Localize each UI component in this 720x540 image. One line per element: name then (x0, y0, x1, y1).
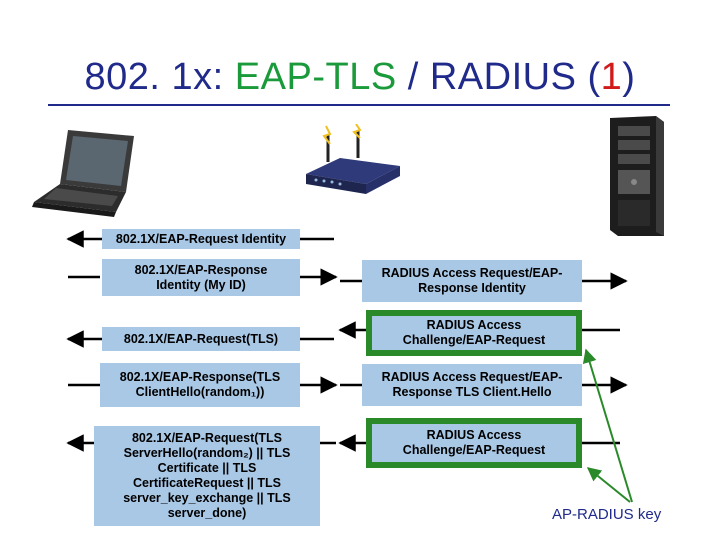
msg-radius-access-challenge-2: RADIUS Access Challenge/EAP-Request (366, 418, 582, 468)
key-pointer-upper (582, 348, 633, 503)
msg-eap-request-identity: 802.1X/EAP-Request Identity (102, 229, 300, 249)
title-underline (48, 104, 670, 106)
wireless-access-point-icon (306, 124, 400, 194)
server-tower-icon (610, 116, 664, 236)
msg-radius-access-challenge: RADIUS Access Challenge/EAP-Request (366, 310, 582, 356)
msg-eap-response-client-hello: 802.1X/EAP-Response(TLS ClientHello(rand… (100, 363, 300, 407)
title-separator: / RADIUS ( (396, 56, 601, 98)
title-number: 1 (600, 56, 623, 98)
msg-radius-access-request-client-hello: RADIUS Access Request/EAP- Response TLS … (362, 364, 582, 406)
ap-radius-key-label: AP-RADIUS key (552, 506, 662, 523)
title-suffix: ) (622, 56, 636, 98)
key-pointer-lower (586, 467, 631, 503)
title-prefix: 802. 1x: (84, 56, 235, 98)
laptop-icon (32, 130, 134, 217)
msg-eap-request-tls: 802.1X/EAP-Request(TLS) (102, 327, 300, 351)
msg-radius-access-request-identity: RADIUS Access Request/EAP- Response Iden… (362, 260, 582, 302)
title-eap-tls: EAP-TLS (234, 56, 397, 98)
slide-title: 802. 1x: EAP-TLS / RADIUS (1) (40, 56, 680, 99)
key-pointer-arrows (582, 348, 633, 503)
msg-eap-request-server-hello: 802.1X/EAP-Request(TLS ServerHello(rando… (94, 426, 320, 526)
msg-eap-response-identity: 802.1X/EAP-Response Identity (My ID) (102, 259, 300, 296)
